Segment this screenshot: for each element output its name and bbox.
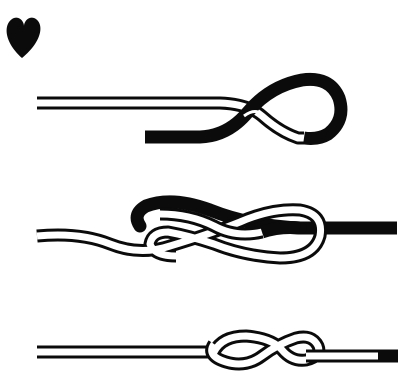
compact-knot	[212, 336, 319, 364]
step-1-form-loop	[37, 79, 341, 138]
heart-icon	[7, 18, 41, 58]
step-3-finished-knot	[37, 336, 398, 364]
black-tail	[262, 228, 300, 233]
step-2-weave-figure-eight	[37, 202, 397, 258]
